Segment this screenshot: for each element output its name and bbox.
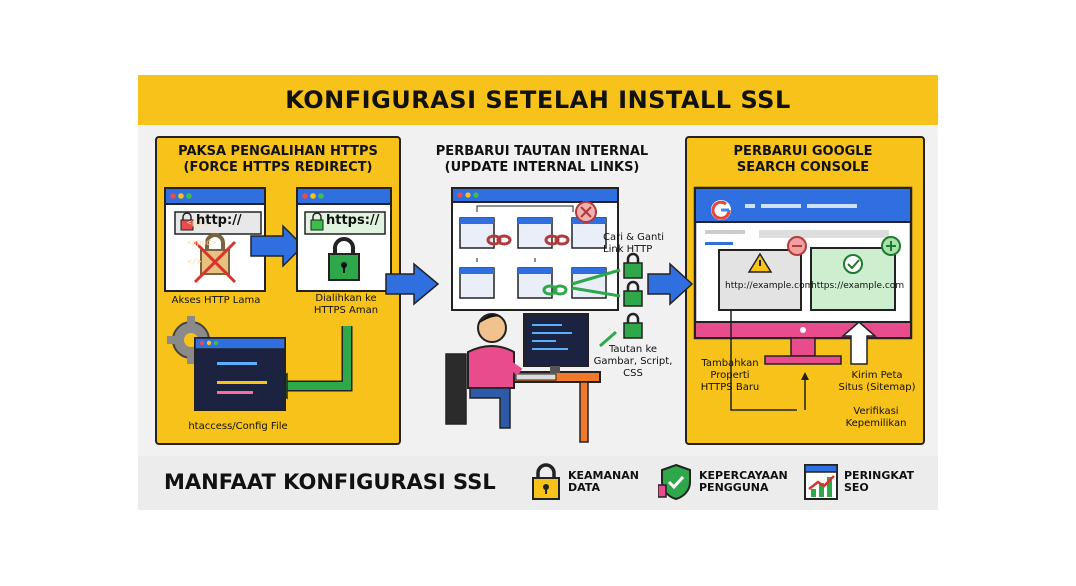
growth-chart-icon — [804, 464, 838, 500]
code-line-1: <ppdp — [187, 218, 212, 227]
person-at-computer — [445, 313, 601, 443]
update-arrows — [571, 268, 621, 348]
search-console-monitor — [693, 186, 913, 411]
broken-link-x-icon — [575, 201, 597, 223]
section2-heading-line1: PERBARUI TAUTAN INTERNAL — [435, 144, 649, 159]
label-asset-links: Tautan ke Gambar, Script, CSS — [593, 344, 673, 380]
benefit-security-line2: DATA — [568, 481, 600, 494]
section1-heading-line1: PAKSA PENGALIHAN HTTPS — [178, 144, 378, 159]
padlock-icon — [532, 463, 560, 500]
section3-heading-line1: PERBARUI GOOGLE — [733, 144, 873, 159]
section3-heading-line2: SEARCH CONSOLE — [736, 160, 870, 175]
section3-heading: PERBARUI GOOGLE SEARCH CONSOLE — [685, 144, 921, 176]
label-find-replace-line1: Cari & Ganti — [603, 232, 665, 243]
label-asset-links-line1: Tautan ke — [608, 344, 658, 355]
benefit-security: KEAMANAN DATA — [568, 470, 648, 494]
label-find-replace: Cari & Ganti Link HTTP — [603, 232, 673, 256]
benefit-seo-line2: SEO — [844, 481, 869, 494]
green-lock-icons — [623, 252, 643, 339]
label-asset-links-line2: Gambar, Script, — [593, 356, 673, 367]
label-verify-line2: Kepemilikan — [845, 418, 907, 429]
redirect-arrow — [250, 224, 305, 268]
arrow-to-section2 — [385, 262, 440, 306]
arrow-to-section3 — [647, 262, 694, 306]
label-redirected-line1: Dialihkan ke — [315, 293, 377, 304]
chain-link-icons — [486, 234, 570, 296]
title-banner: KONFIGURASI SETELAH INSTALL SSL — [138, 75, 938, 125]
label-sitemap: Kirim Peta Situs (Sitemap) — [835, 370, 919, 394]
section1-graphic — [164, 187, 392, 411]
broken-lock-icon — [193, 233, 237, 284]
benefit-trust: KEPERCAYAAN PENGGUNA — [699, 470, 795, 494]
label-verify-line1: Verifikasi — [853, 406, 899, 417]
section2-heading-line2: (UPDATE INTERNAL LINKS) — [444, 160, 640, 175]
label-sitemap-line1: Kirim Peta — [851, 370, 903, 381]
label-old-http: Akses HTTP Lama — [171, 295, 261, 306]
https-browser-window — [296, 187, 392, 292]
shield-check-icon — [658, 463, 691, 501]
benefits-heading: MANFAAT KONFIGURASI SSL — [164, 470, 496, 494]
label-sitemap-line2: Situs (Sitemap) — [838, 382, 916, 393]
infographic-title: KONFIGURASI SETELAH INSTALL SSL — [285, 86, 791, 114]
section2-heading: PERBARUI TAUTAN INTERNAL (UPDATE INTERNA… — [410, 144, 674, 176]
benefit-seo: PERINGKAT SEO — [844, 470, 924, 494]
label-add-property-line3: HTTPS Baru — [700, 382, 760, 393]
benefit-trust-line1: KEPERCAYAAN — [699, 469, 788, 482]
https-url-text: https:// — [326, 213, 380, 228]
label-find-replace-line2: Link HTTP — [603, 244, 653, 255]
http-url-text: http:// — [196, 213, 242, 228]
old-property-card — [718, 236, 807, 311]
label-redirected-line2: HTTPS Aman — [313, 305, 379, 316]
section3-graphic — [693, 186, 913, 411]
label-asset-links-line3: CSS — [623, 368, 643, 379]
label-add-property: Tambahkan Properti HTTPS Baru — [690, 358, 770, 394]
label-verify: Verifikasi Kepemilikan — [836, 406, 916, 430]
section1-heading-line2: (FORCE HTTPS REDIRECT) — [183, 160, 373, 175]
google-logo-icon — [711, 200, 731, 220]
benefit-security-line1: KEAMANAN — [568, 469, 639, 482]
benefit-trust-line2: PENGGUNA — [699, 481, 769, 494]
old-property-url: http://example.com — [725, 281, 814, 291]
code-line-3: </> — [187, 257, 202, 266]
new-property-url: https://example.com — [811, 281, 905, 291]
section1-heading: PAKSA PENGALIHAN HTTPS (FORCE HTTPS REDI… — [155, 144, 401, 176]
label-config-file: htaccess/Config File — [188, 421, 288, 432]
benefit-seo-line1: PERINGKAT — [844, 469, 915, 482]
label-add-property-line1: Tambahkan — [701, 358, 759, 369]
new-property-card — [810, 236, 901, 311]
label-redirected: Dialihkan ke HTTPS Aman — [296, 293, 396, 317]
code-line-2: <ppdd> — [187, 238, 216, 247]
config-code-window — [194, 337, 286, 411]
label-add-property-line2: Properti — [710, 370, 750, 381]
secure-lock-icon — [328, 237, 360, 281]
section2-graphic — [445, 187, 643, 443]
